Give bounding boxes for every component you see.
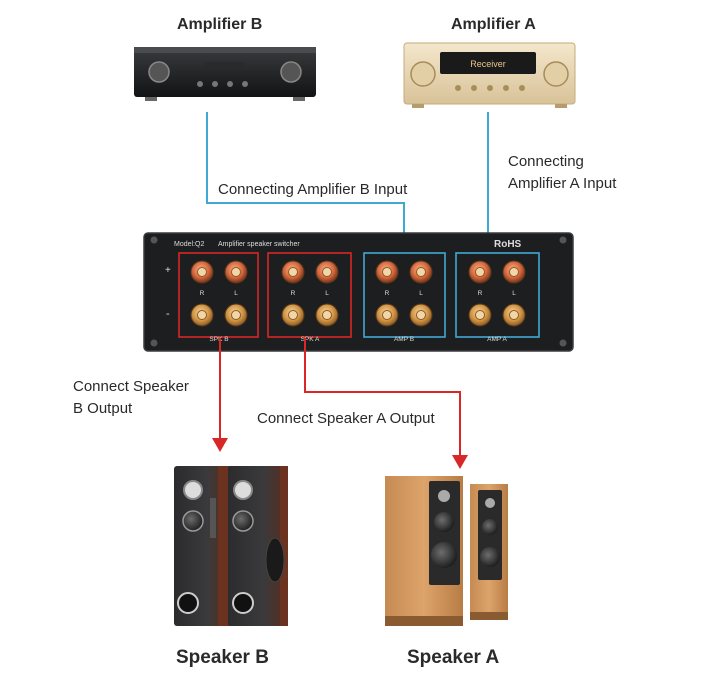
amp-a-terminal-hole <box>475 310 485 320</box>
switcher-name-label: Amplifier speaker switcher <box>218 241 300 248</box>
switcher-model-label: Model:Q2 <box>174 241 204 248</box>
spk-a-channel-label: R <box>291 290 296 297</box>
amp-a-terminal-hole <box>509 267 519 277</box>
speaker-a-output-arrow <box>452 455 468 469</box>
switcher-cert-label: RoHS <box>494 239 522 250</box>
amplifier-b-image <box>134 47 316 101</box>
speaker-b-output-label-line2: B Output <box>73 400 133 417</box>
spk-a-terminal-hole <box>322 310 332 320</box>
amplifier-a-image: Receiver <box>403 42 576 108</box>
amp-b-terminal-hole <box>382 310 392 320</box>
amp-a-terminal-hole <box>475 267 485 277</box>
spk-b-terminal-hole <box>197 267 207 277</box>
spk-b-channel-label: R <box>200 290 205 297</box>
speaker-b-output-arrow <box>212 438 228 452</box>
switcher-minus-label: - <box>166 308 170 320</box>
amp-b-group-box <box>363 252 446 338</box>
amplifier-a-display: Receiver <box>470 59 506 69</box>
amp-b-terminal-hole <box>416 267 426 277</box>
spk-a-terminal-hole <box>288 267 298 277</box>
spk-a-terminal-hole <box>322 267 332 277</box>
amplifier-a-title: Amplifier A <box>451 16 536 33</box>
amplifier-b-title: Amplifier B <box>177 16 263 33</box>
speaker-a-output-label: Connect Speaker A Output <box>257 410 435 427</box>
amp-b-terminal-hole <box>382 267 392 277</box>
spk-b-terminal-hole <box>231 267 241 277</box>
output-connection-lines <box>219 338 461 457</box>
spk-a-group-label: SPK A <box>301 336 320 343</box>
spk-a-group-box <box>267 252 352 338</box>
amp-a-channel-label: R <box>478 290 483 297</box>
amp-a-input-label-line2: Amplifier A Input <box>508 175 617 192</box>
spk-b-channel-label: L <box>234 290 238 297</box>
spk-a-channel-label: L <box>325 290 329 297</box>
amp-a-group-box <box>455 252 540 338</box>
spk-a-terminal-hole <box>288 310 298 320</box>
amp-b-channel-label: R <box>385 290 390 297</box>
amp-b-terminal-hole <box>416 310 426 320</box>
amp-a-terminal-hole <box>509 310 519 320</box>
amp-a-channel-label: L <box>512 290 516 297</box>
spk-b-terminal-hole <box>197 310 207 320</box>
speaker-a-image <box>385 476 508 626</box>
amp-b-channel-label: L <box>419 290 423 297</box>
speaker-switcher-panel: Model:Q2 Amplifier speaker switcher RoHS… <box>143 232 574 352</box>
amp-a-group-label: AMP A <box>487 336 507 343</box>
spk-b-terminal-hole <box>231 310 241 320</box>
spk-b-group-box <box>178 252 259 338</box>
amp-b-group-label: AMP B <box>394 336 414 343</box>
amp-b-input-label: Connecting Amplifier B Input <box>218 181 408 198</box>
speaker-b-title: Speaker B <box>176 647 269 668</box>
speaker-b-image <box>174 466 288 626</box>
speaker-b-output-label-line1: Connect Speaker <box>73 378 189 395</box>
input-connection-lines <box>206 112 489 240</box>
switcher-plus-label: + <box>165 265 171 276</box>
speaker-a-title: Speaker A <box>407 647 500 668</box>
amp-a-input-label-line1: Connecting <box>508 153 584 170</box>
